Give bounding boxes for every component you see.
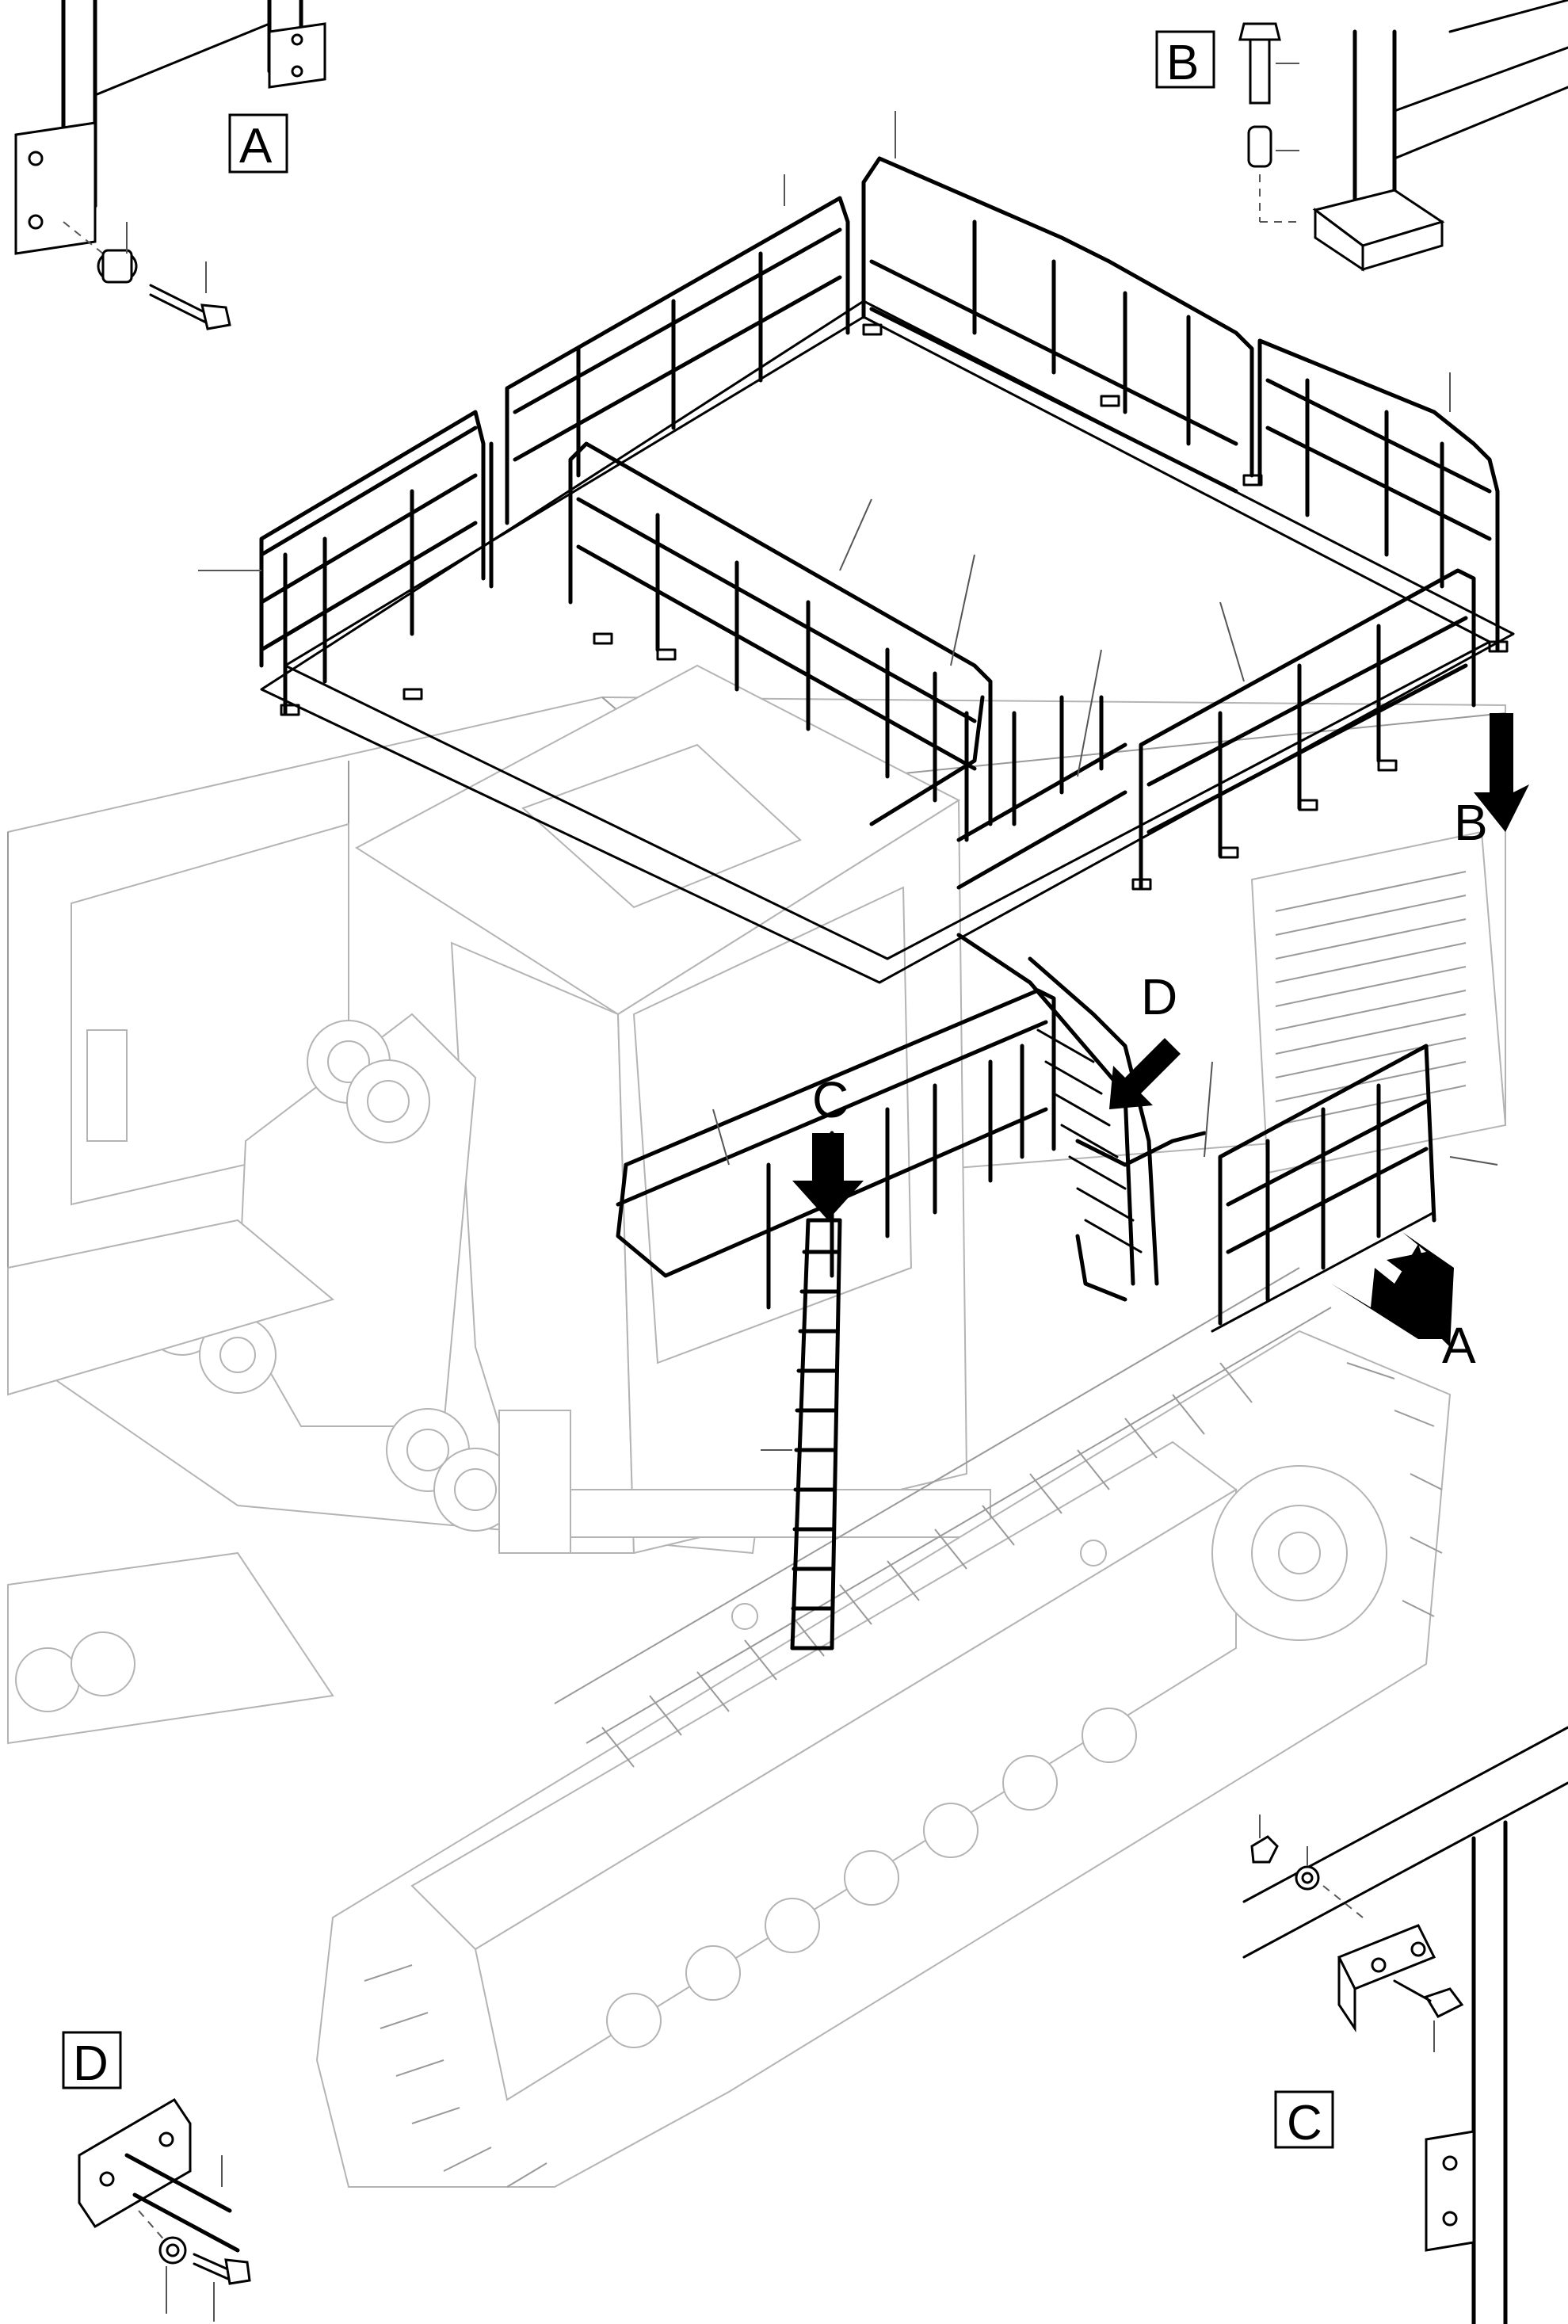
detail-C: C [1242,1726,1568,2324]
detail-box-A [228,113,288,174]
top-platform-handrails [259,156,1515,984]
arrow-label-C: C [812,1071,849,1128]
boom-linkage [142,1013,571,1554]
access-stairway [956,933,1207,1302]
arrow-callout-C: C [792,1071,864,1220]
detail-box-C [1274,2090,1334,2149]
bolt-icon [193,2253,251,2285]
arrow-callout-B: B [1454,713,1529,851]
excavator-body [7,664,1507,2188]
detail-label-D: D [73,2036,109,2091]
cab-walkway-handrails [616,988,1436,1333]
access-ladder [790,1218,842,1650]
bolt-icon [1238,22,1281,105]
detail-box-D [62,2031,122,2089]
left-crawler-track [7,1219,335,1745]
arrow-label-A: A [1442,1317,1476,1374]
detail-label-B: B [1166,36,1199,90]
arrow-callout-D: D [1109,968,1181,1109]
bolt-icon [149,284,231,330]
detail-A: A [14,0,326,330]
detail-box-B [1155,30,1215,89]
detail-D: D [62,2031,251,2322]
bolt-icon [1393,1979,1464,2018]
arrow-callout-A: A [1331,1232,1476,1374]
detail-label-C: C [1287,2096,1322,2150]
leader-lines [198,111,1498,1451]
arrow-label-B: B [1454,794,1488,851]
detail-B: B [1155,0,1568,272]
right-crawler-track [315,1267,1452,2188]
detail-label-A: A [239,119,273,174]
louvre-grille [1275,871,1467,1126]
operator-cab [355,664,991,1555]
arrow-label-D: D [1141,968,1177,1025]
